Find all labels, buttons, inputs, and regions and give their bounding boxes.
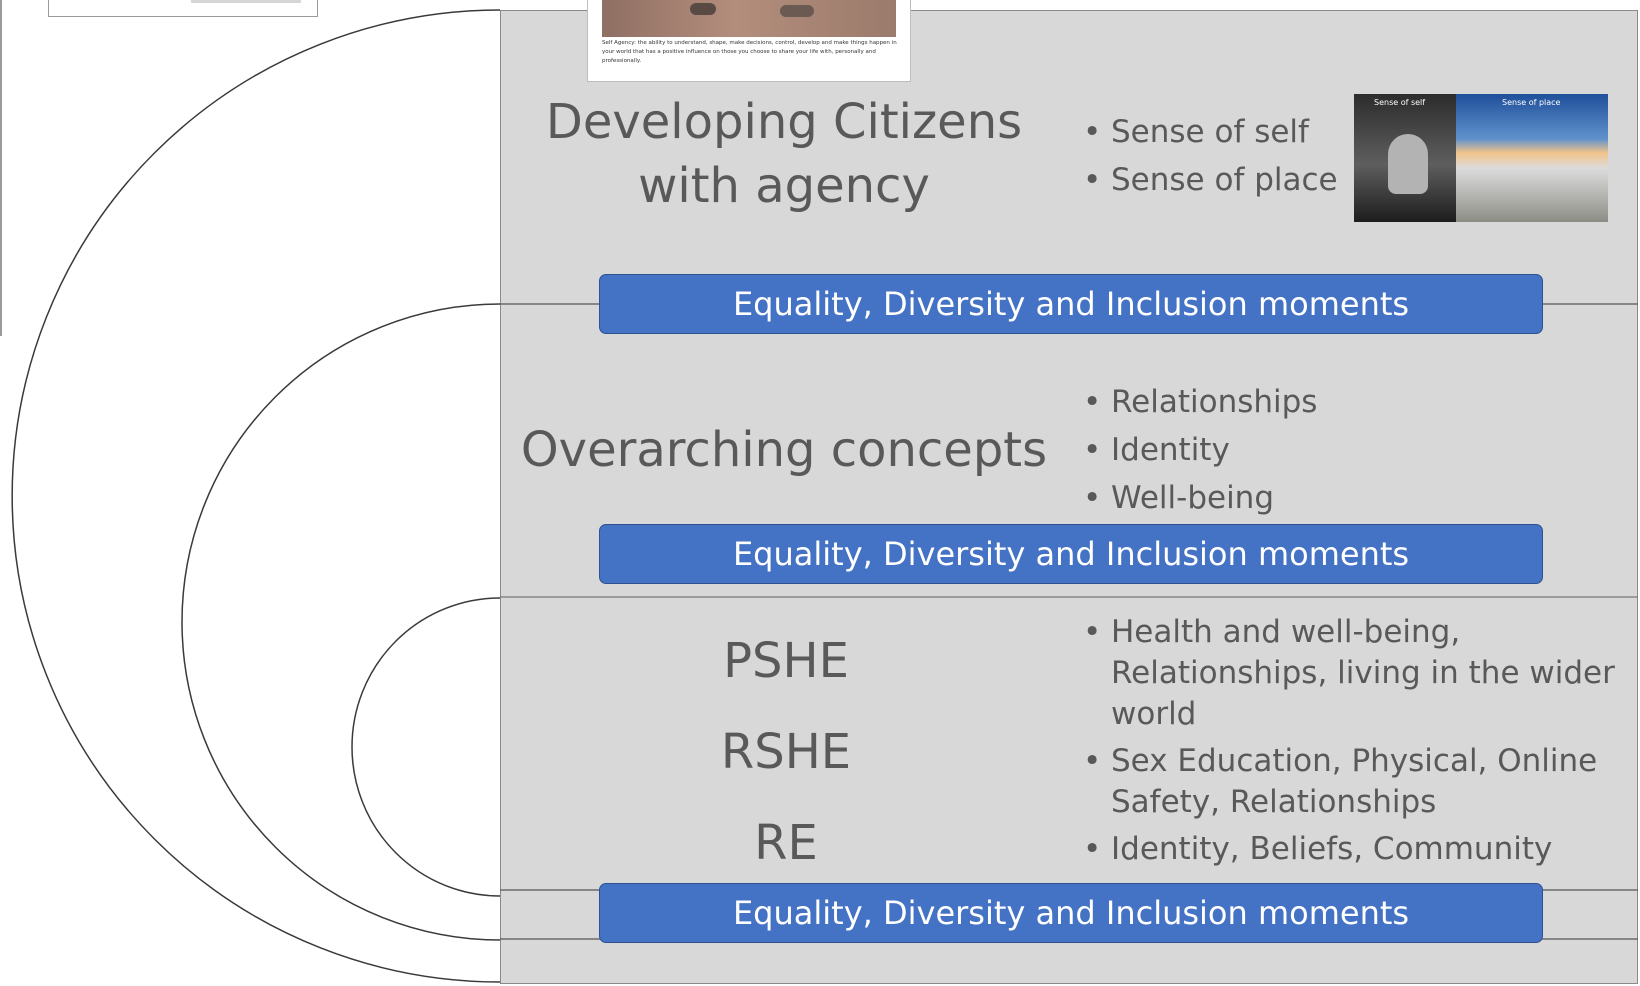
section-2-title: Overarching concepts <box>520 422 1048 478</box>
title-re: RE <box>754 815 818 871</box>
section-1-title: Developing Citizens with agency <box>528 90 1040 218</box>
bullet-item: Sense of self <box>1083 108 1338 156</box>
bullet-item: Well-being <box>1083 474 1317 522</box>
section-1-bullets: Sense of self Sense of place <box>1083 108 1338 204</box>
bullet-item: Identity, Beliefs, Community <box>1083 829 1628 870</box>
title-rshe: RSHE <box>720 724 852 780</box>
inner-arc <box>351 597 501 897</box>
bullet-item: Sex Education, Physical, Online Safety, … <box>1083 741 1628 823</box>
bullet-item: Identity <box>1083 426 1317 474</box>
section-1-title-line-2: with agency <box>638 158 930 214</box>
section-3-bullets: Health and well-being, Relationships, li… <box>1083 612 1628 870</box>
image-label-right: Sense of place <box>1502 98 1561 107</box>
edi-bar-3: Equality, Diversity and Inclusion moment… <box>599 883 1543 943</box>
section-2-bullets: Relationships Identity Well-being <box>1083 378 1317 522</box>
sense-of-self-place-image: Sense of self Sense of place <box>1354 94 1608 222</box>
title-pshe: PSHE <box>723 633 849 689</box>
top-left-card-fragment <box>48 0 318 17</box>
edi-bar-2: Equality, Diversity and Inclusion moment… <box>599 524 1543 584</box>
left-edge-rule <box>0 0 2 336</box>
bullet-item: Sense of place <box>1083 156 1338 204</box>
edi-bar-1: Equality, Diversity and Inclusion moment… <box>599 274 1543 334</box>
outer-arc <box>11 9 501 983</box>
card-photo <box>602 0 896 37</box>
bullet-item: Relationships <box>1083 378 1317 426</box>
bullet-item: Health and well-being, Relationships, li… <box>1083 612 1628 735</box>
card-caption: Self Agency: the ability to understand, … <box>602 40 897 64</box>
middle-arc <box>181 303 501 941</box>
image-label-left: Sense of self <box>1374 98 1426 107</box>
self-agency-card: Self Agency: the ability to understand, … <box>587 0 911 82</box>
section-3-titles: PSHE RSHE RE <box>686 616 886 889</box>
section-1-title-line-1: Developing Citizens <box>545 94 1023 150</box>
